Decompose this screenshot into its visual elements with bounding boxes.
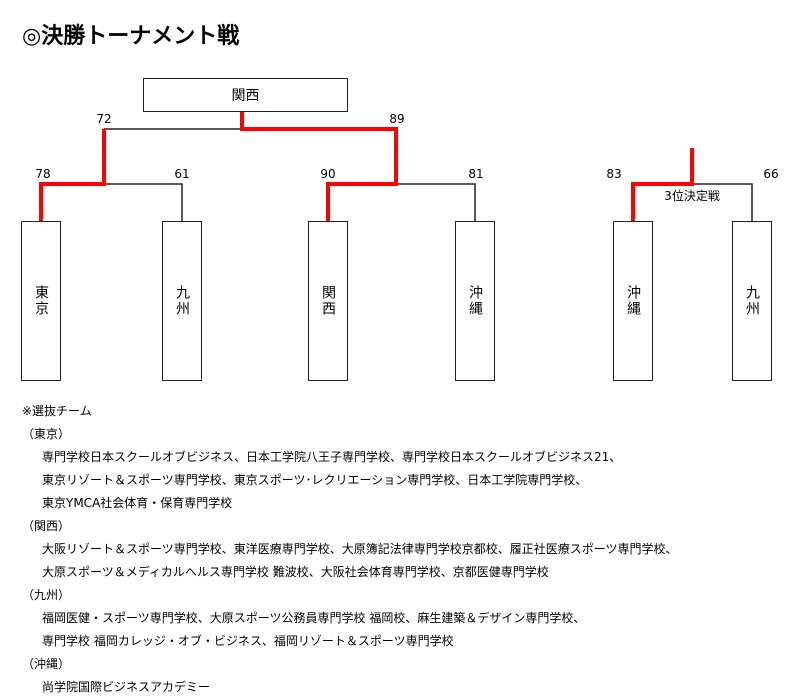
champion-box: 関西 xyxy=(143,78,348,112)
group-line: 専門学校 福岡カレッジ・オブ・ビジネス、福岡リゾート＆スポーツ専門学校 xyxy=(42,634,454,648)
score-kyushu: 61 xyxy=(174,167,190,181)
team-box-kansai: 関西 xyxy=(308,221,348,381)
team-box-third-okinawa: 沖縄 xyxy=(613,221,653,381)
winner-lines xyxy=(39,111,694,221)
page-title: ◎決勝トーナメント戦 xyxy=(22,24,240,49)
group-label-kyushu: （九州） xyxy=(22,588,71,602)
team-box-kyushu: 九州 xyxy=(162,221,202,381)
line-kansai-win xyxy=(240,111,398,221)
line-okinawa xyxy=(396,183,476,221)
score-kansai: 90 xyxy=(320,167,336,181)
third-place-label: 3位決定戦 xyxy=(664,189,720,203)
line-third-kyushu xyxy=(692,183,753,221)
group-line: 福岡医健・スポーツ専門学校、大原スポーツ公務員専門学校 福岡校、麻生建築＆デザイ… xyxy=(42,611,586,625)
group-line: 東京リゾート＆スポーツ専門学校、東京スポーツ･レクリエーション専門学校、日本工学… xyxy=(42,473,588,487)
bracket-lines xyxy=(39,111,753,221)
team-box-third-kyushu: 九州 xyxy=(732,221,772,381)
group-label-tokyo: （東京） xyxy=(22,427,71,441)
score-semi-left: 72 xyxy=(96,112,112,126)
group-label-okinawa: （沖縄） xyxy=(22,657,71,671)
group-line: 専門学校日本スクールオブビジネス、日本工学院八王子専門学校、専門学校日本スクール… xyxy=(42,450,622,464)
group-line: 大阪リゾート＆スポーツ専門学校、東洋医療専門学校、大原簿記法律専門学校京都校、履… xyxy=(42,542,678,556)
loser-lines xyxy=(104,128,753,221)
line-tokyo-win xyxy=(39,129,106,221)
group-line: 東京YMCA社会体育・保育専門学校 xyxy=(42,496,233,510)
group-line: 尚学院国際ビジネスアカデミー xyxy=(42,680,211,694)
group-label-kansai: （関西） xyxy=(22,519,71,533)
notes-heading: ※選抜チーム xyxy=(22,404,92,418)
score-tokyo: 78 xyxy=(35,167,51,181)
score-semi-right: 89 xyxy=(389,112,405,126)
selection-notes: ※選抜チーム （東京） 専門学校日本スクールオブビジネス、日本工学院八王子専門学… xyxy=(22,400,678,699)
score-third-okinawa: 83 xyxy=(606,167,622,181)
score-third-kyushu: 66 xyxy=(763,167,779,181)
team-box-okinawa: 沖縄 xyxy=(455,221,495,381)
group-line: 大原スポーツ＆メディカルヘルス専門学校 難波校、大阪社会体育専門学校、京都医健専… xyxy=(42,565,549,579)
line-third-okinawa-win xyxy=(631,148,694,221)
score-okinawa: 81 xyxy=(468,167,484,181)
team-box-tokyo: 東京 xyxy=(21,221,61,381)
line-kyushu xyxy=(104,183,183,221)
